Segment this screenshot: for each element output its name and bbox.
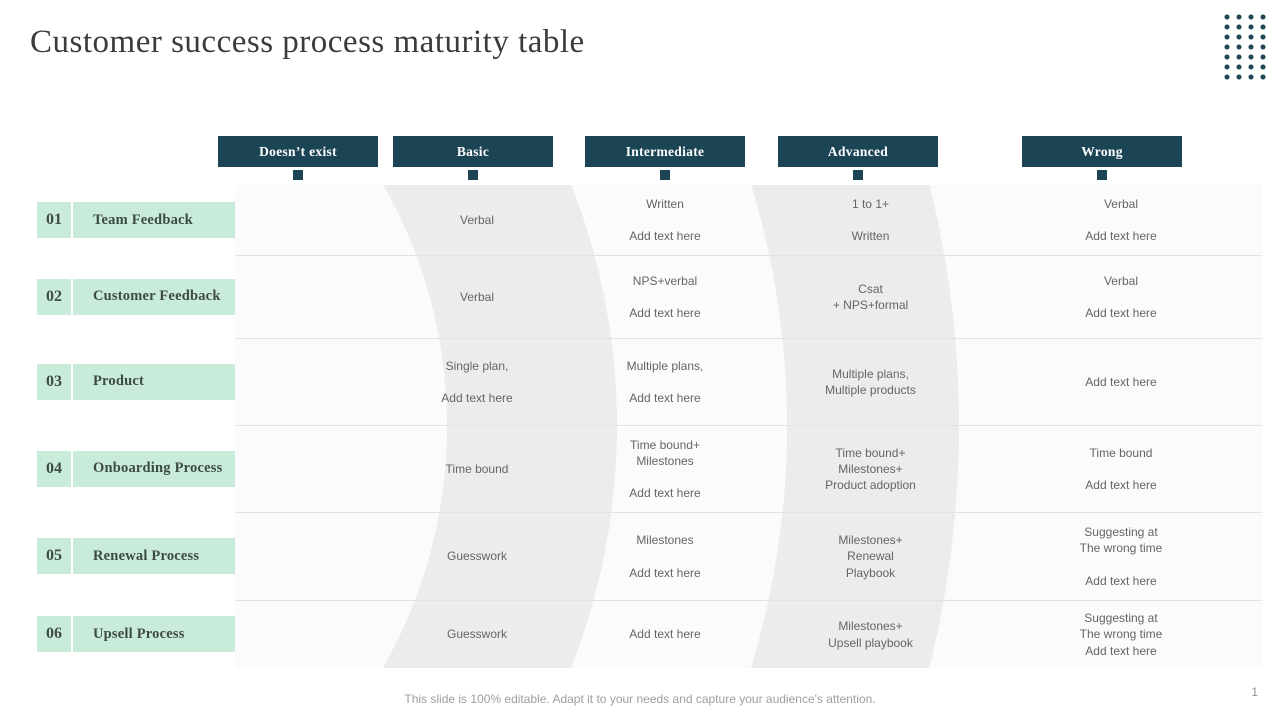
table-row: Time bound Time bound+ Milestones Add te… xyxy=(235,425,1262,512)
table-cell: Time bound+ Milestones+ Product adoption xyxy=(825,445,916,493)
rail-row: 01 Team Feedback xyxy=(0,185,263,255)
arrow-bar xyxy=(42,363,241,400)
table-cell: Add text here xyxy=(629,627,701,642)
column-marker-icon xyxy=(283,160,313,192)
table-cell: Written Add text here xyxy=(629,196,701,244)
page-title: Customer success process maturity table xyxy=(30,24,585,60)
table-cell: Csat + NPS+formal xyxy=(832,281,909,312)
table-row: Verbal NPS+verbal Add text here Csat + N… xyxy=(235,255,1262,338)
row-label-upsell-process: 06 Upsell Process xyxy=(35,614,263,654)
table-cell: Multiple plans, Multiple products xyxy=(825,366,916,397)
arrow-bar xyxy=(42,202,241,238)
row-label-text: Product xyxy=(93,373,145,389)
footer-note: This slide is 100% editable. Adapt it to… xyxy=(404,692,876,706)
rail-row: 06 Upsell Process xyxy=(0,600,263,668)
arrow-bar xyxy=(42,538,241,574)
column-header-wrong: Wrong xyxy=(1022,136,1182,167)
column-marker-icon xyxy=(650,160,680,192)
column-header-intermediate: Intermediate xyxy=(585,136,745,167)
column-marker-icon xyxy=(1087,160,1117,192)
row-label-customer-feedback: 02 Customer Feedback xyxy=(35,276,263,317)
column-header-doesnt-exist: Doesn’t exist xyxy=(218,136,378,167)
column-marker-icon xyxy=(843,160,873,192)
table-cell: Add text here xyxy=(1085,374,1157,389)
row-number: 03 xyxy=(35,361,73,402)
table-cell: Verbal xyxy=(459,212,495,227)
table-cell: Time bound xyxy=(445,461,509,476)
row-label-text: Onboarding Process xyxy=(93,460,223,476)
table-cell: Single plan, Add text here xyxy=(441,358,513,406)
row-number: 02 xyxy=(35,276,73,317)
table-cell: 1 to 1+ Written xyxy=(851,196,890,244)
row-label-text: Customer Feedback xyxy=(93,288,221,304)
table-cell xyxy=(235,256,385,338)
row-label-text: Renewal Process xyxy=(93,547,200,564)
column-marker-icon xyxy=(458,160,488,192)
table-cell: Verbal xyxy=(459,289,495,304)
table-cell: NPS+verbal Add text here xyxy=(629,273,701,321)
table-cell: Suggesting at The wrong time Add text he… xyxy=(1079,611,1163,658)
dot-grid-decoration-icon xyxy=(1219,10,1266,80)
table-cell: Guesswork xyxy=(446,627,508,642)
row-number: 06 xyxy=(35,614,73,654)
row-label-renewal-process: 05 Renewal Process xyxy=(35,536,263,576)
arrow-bar xyxy=(42,278,241,315)
row-label-text: Team Feedback xyxy=(93,211,193,228)
rail-row: 04 Onboarding Process xyxy=(0,425,263,512)
table-cell xyxy=(235,426,385,512)
rail-row: 02 Customer Feedback xyxy=(0,255,263,338)
table-cell xyxy=(235,513,385,600)
row-label-onboarding-process: 04 Onboarding Process xyxy=(35,448,263,489)
table-cell: Suggesting at The wrong time Add text he… xyxy=(1079,525,1163,588)
column-header-basic: Basic xyxy=(393,136,553,167)
table-cell xyxy=(235,601,385,668)
table-cell xyxy=(235,339,385,425)
table-cell: Time bound+ Milestones Add text here xyxy=(629,437,701,501)
row-number: 01 xyxy=(35,200,73,240)
maturity-table: Verbal Written Add text here 1 to 1+ Wri… xyxy=(235,185,1262,668)
table-cell: Time bound Add text here xyxy=(1085,445,1157,493)
arrow-bar xyxy=(42,450,241,487)
table-cell: Verbal Add text here xyxy=(1085,196,1157,244)
table-row: Guesswork Milestones Add text here Miles… xyxy=(235,512,1262,600)
rail-row: 03 Product xyxy=(0,338,263,425)
table-cell: Milestones+ Upsell playbook xyxy=(828,619,913,650)
table-cell: Milestones Add text here xyxy=(629,533,701,580)
row-label-product: 03 Product xyxy=(35,361,263,402)
rail-row: 05 Renewal Process xyxy=(0,512,263,600)
row-label-rail: 01 Team Feedback 02 Customer Feedback 03… xyxy=(0,185,263,668)
arrow-bar xyxy=(42,616,241,652)
column-header-advanced: Advanced xyxy=(778,136,938,167)
table-cell xyxy=(235,185,385,255)
table-row: Single plan, Add text here Multiple plan… xyxy=(235,338,1262,425)
page-number: 1 xyxy=(1251,685,1258,699)
table-cell: Guesswork xyxy=(446,549,508,564)
row-number: 04 xyxy=(35,448,73,489)
row-label-text: Upsell Process xyxy=(93,625,185,642)
row-label-team-feedback: 01 Team Feedback xyxy=(35,200,263,240)
table-row: Verbal Written Add text here 1 to 1+ Wri… xyxy=(235,185,1262,255)
table-cell: Milestones+ Renewal Playbook xyxy=(838,533,903,580)
table-row: Guesswork Add text here Milestones+ Upse… xyxy=(235,600,1262,668)
table-cell: Multiple plans, Add text here xyxy=(626,358,704,406)
row-number: 05 xyxy=(35,536,73,576)
table-cell: Verbal Add text here xyxy=(1085,273,1157,321)
